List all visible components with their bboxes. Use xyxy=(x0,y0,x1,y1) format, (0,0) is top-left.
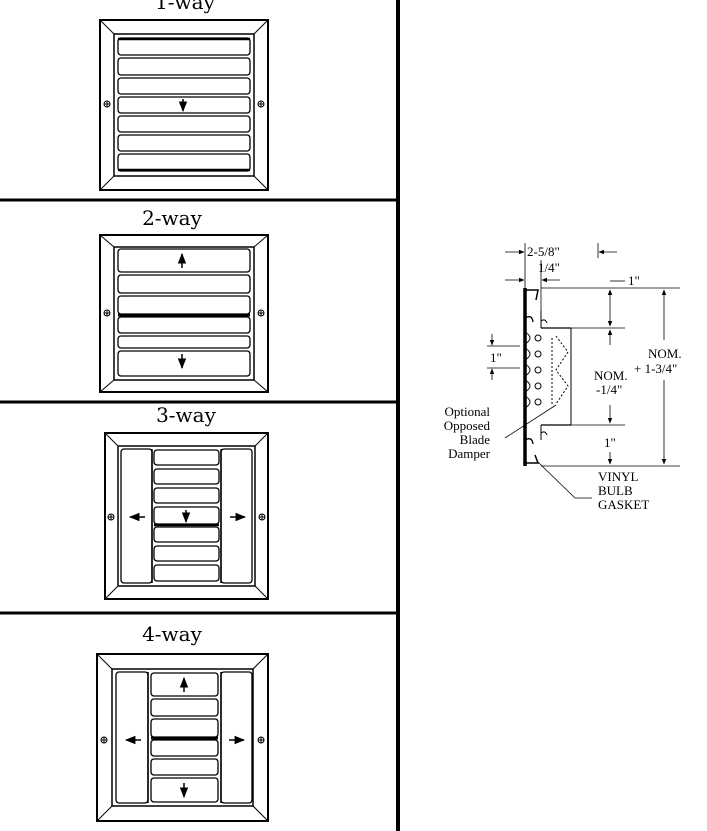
louver-blades xyxy=(117,37,251,172)
side-blade-left xyxy=(120,448,153,584)
dim-nom-a: NOM. xyxy=(594,368,628,383)
mounting-screw-icon xyxy=(257,736,265,744)
louver-blades xyxy=(117,248,251,377)
side-blade-right xyxy=(220,448,253,584)
louver-blades xyxy=(150,672,219,803)
mounting-screw-icon xyxy=(257,309,265,317)
label-damper-3: Blade xyxy=(460,432,491,447)
mounting-screw-icon xyxy=(258,513,266,521)
louver-blades xyxy=(153,449,220,582)
mounting-screw-icon xyxy=(103,309,111,317)
outer-frame xyxy=(99,19,269,191)
label-gasket-1: VINYL xyxy=(598,469,638,484)
panel-title-4-way: 4-way xyxy=(142,622,203,646)
mounting-screw-icon xyxy=(257,100,265,108)
label-damper-1: Optional xyxy=(445,404,491,419)
dim-1-bottom: 1" xyxy=(604,435,616,450)
panel-title-2-way: 2-way xyxy=(142,206,203,230)
dim-1-left: 1" xyxy=(490,350,502,365)
section-view: 2-5/8" 1/4" 1" 1" NOM. -1/4" 1" NOM. + xyxy=(444,243,682,512)
label-damper-2: Opposed xyxy=(444,418,491,433)
dim-1-top: 1" xyxy=(628,273,640,288)
grille-3-way: 3-way xyxy=(104,403,269,600)
grille-2-way: 2-way xyxy=(99,206,269,393)
panel-title-3-way: 3-way xyxy=(156,403,217,427)
dim-nom-b: NOM. xyxy=(648,346,682,361)
damper-blades xyxy=(524,331,569,409)
dim-1-4: 1/4" xyxy=(538,260,560,275)
label-damper-4: Damper xyxy=(448,446,491,461)
grille-1-way: 1-way xyxy=(99,0,269,191)
mounting-screw-icon xyxy=(100,736,108,744)
side-blade-left xyxy=(115,671,149,804)
dim-2-5-8: 2-5/8" xyxy=(527,244,560,259)
panel-title-1-way: 1-way xyxy=(155,0,216,14)
panel-frame xyxy=(0,0,400,831)
dim-nom-a2: -1/4" xyxy=(596,382,622,397)
label-gasket-3: GASKET xyxy=(598,497,649,512)
mounting-screw-icon xyxy=(107,513,115,521)
mounting-screw-icon xyxy=(103,100,111,108)
inner-frame xyxy=(113,33,255,177)
side-blade-right xyxy=(220,671,253,804)
dim-nom-b2: + 1-3/4" xyxy=(634,361,677,376)
grille-4-way: 4-way xyxy=(96,622,269,822)
label-gasket-2: BULB xyxy=(598,483,633,498)
